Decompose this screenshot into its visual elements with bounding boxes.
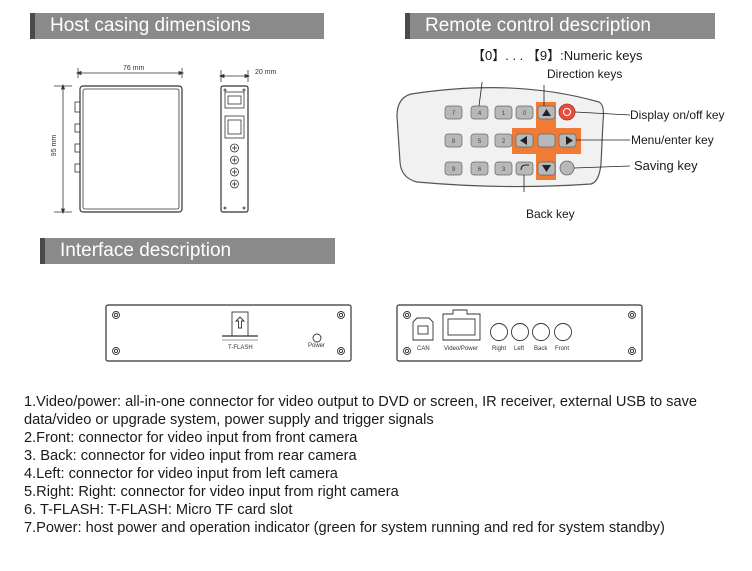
key-2[interactable] [494,133,513,148]
key-9[interactable] [444,161,463,176]
host-casing-header: Host casing dimensions [30,13,324,39]
key-6[interactable] [470,161,489,176]
right-label: Right [492,346,507,352]
description-line: 7.Power: host power and operation indica… [24,520,665,536]
description-line: 2.Front: connector for video input from … [24,430,358,446]
front-label: Front [555,346,570,352]
front-connector[interactable] [554,323,572,341]
key-enter[interactable] [537,133,556,148]
back-arrow-icon [520,164,529,171]
video-power-connector[interactable] [442,309,481,341]
remote-control-header: Remote control description [405,13,715,39]
left-label: Left [514,346,525,352]
key-back[interactable] [515,161,534,176]
right-arrow-icon [566,136,573,145]
svg-text:5: 5 [478,139,482,145]
svg-text:4: 4 [478,111,482,117]
menu-enter-key-label: Menu/enter key [631,133,714,147]
power-indicator [312,333,322,343]
back-label: Back [534,346,548,352]
casing-height-label: 95 mm [51,134,59,157]
key-4[interactable] [470,105,489,120]
card-arrow-icon [234,316,246,329]
description-line: 4.Left: connector for video input from l… [24,466,338,482]
display-key-label: Display on/off key [630,108,725,122]
down-arrow-icon [542,165,551,172]
svg-text:9: 9 [452,167,456,173]
key-5[interactable] [470,133,489,148]
can-connector[interactable] [412,317,434,341]
description-line: 5.Right: Right: connector for video inpu… [24,484,399,500]
key-0[interactable] [515,105,534,120]
display-power-button[interactable] [558,103,576,121]
host-casing-title: Host casing dimensions [50,15,251,36]
direction-keys-label: Direction keys [547,67,623,81]
interface-panels [105,304,643,362]
description-line: 6. T-FLASH: T-FLASH: Micro TF card slot [24,502,293,518]
svg-text:3: 3 [502,167,506,173]
remote-control-title: Remote control description [425,15,651,36]
casing-width-label: 76 mm [123,65,145,72]
saving-key-button[interactable] [559,160,575,176]
can-label: CAN [417,346,430,352]
description-line: 1.Video/power: all-in-one connector for … [24,394,698,428]
key-1[interactable] [494,105,513,120]
right-connector[interactable] [490,323,508,341]
svg-text:7: 7 [452,111,456,117]
svg-text:6: 6 [478,167,482,173]
svg-text:8: 8 [452,139,456,145]
svg-text:2: 2 [502,139,506,145]
up-arrow-icon [542,109,551,116]
left-arrow-icon [520,136,527,145]
front-panel [105,304,352,362]
casing-depth-label: 20 mm [255,69,277,76]
back-key-label: Back key [526,207,575,221]
description-line: 3. Back: connector for video input from … [24,448,357,464]
numeric-keys-label: 【0】. . . 【9】:Numeric keys [472,48,643,63]
casing-side-view [218,70,251,213]
remote-control-drawing: 7 4 1 0 8 5 2 9 6 3 [396,82,631,192]
rear-panel [396,304,643,362]
interface-description: 1.Video/power: all-in-one connector for … [24,393,734,537]
key-7[interactable] [444,105,463,120]
key-3[interactable] [494,161,513,176]
casing-drawing [54,68,251,215]
interface-header: Interface description [40,238,335,264]
saving-key-label: Saving key [634,158,698,173]
video-power-label: Video/Power [444,346,478,352]
casing-front-view [54,68,185,215]
left-connector[interactable] [511,323,529,341]
svg-text:1: 1 [502,111,506,117]
key-8[interactable] [444,133,463,148]
interface-title: Interface description [60,240,232,261]
power-icon [563,108,571,116]
svg-text:0: 0 [523,111,527,117]
tflash-label: T-FLASH [228,345,253,351]
back-connector[interactable] [532,323,550,341]
power-label: Power [308,343,326,349]
